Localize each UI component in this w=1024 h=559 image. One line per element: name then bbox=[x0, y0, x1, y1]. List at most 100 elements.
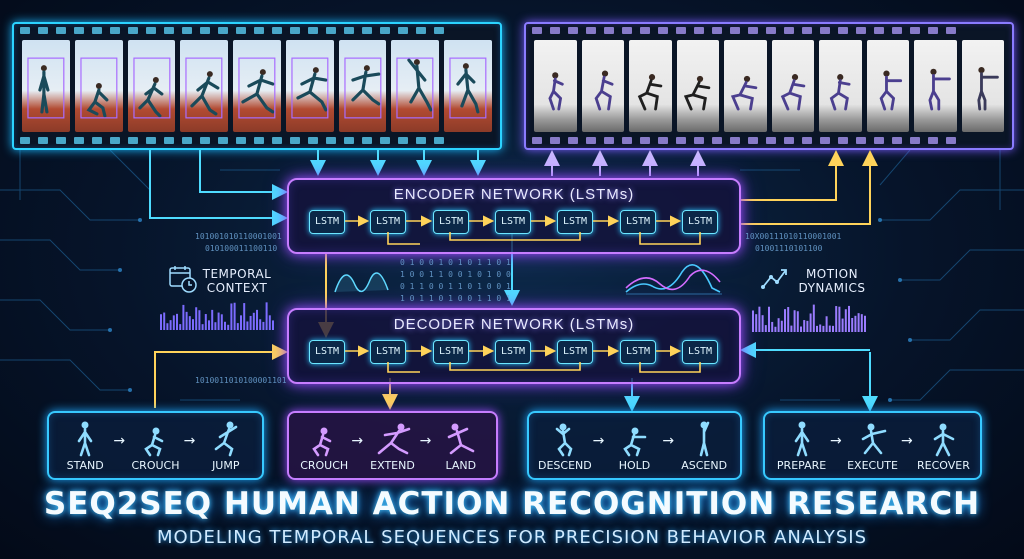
video-frame bbox=[338, 40, 387, 132]
encoder-title: ENCODER NETWORK (LSTMs) bbox=[393, 186, 635, 203]
decoder-lstm-cell: LSTM bbox=[370, 340, 406, 364]
decorative-bar bbox=[204, 314, 207, 330]
page-subtitle: MODELING TEMPORAL SEQUENCES FOR PRECISIO… bbox=[156, 527, 867, 548]
decorative-bar bbox=[816, 325, 818, 332]
video-frame bbox=[444, 40, 493, 132]
arrow-right-icon: → bbox=[113, 433, 126, 449]
action-step-label: LAND bbox=[445, 459, 477, 472]
binary-stream: 1010011010100001101 bbox=[195, 376, 287, 385]
decorative-bar bbox=[780, 320, 783, 332]
decorative-bar bbox=[169, 320, 172, 330]
decorative-bar bbox=[259, 319, 262, 330]
decorative-bar bbox=[163, 312, 166, 330]
decorative-bar bbox=[262, 321, 265, 330]
athlete-frames bbox=[22, 40, 493, 132]
decorative-bar bbox=[176, 313, 178, 330]
video-frame bbox=[391, 40, 440, 132]
person-figure bbox=[879, 70, 902, 111]
action-step-label: EXECUTE bbox=[847, 459, 898, 472]
film-perforations bbox=[532, 137, 1006, 145]
decorative-bar bbox=[819, 324, 822, 332]
decorative-bar bbox=[198, 310, 201, 330]
action-step-label: CROUCH bbox=[300, 459, 349, 472]
action-sequence-stand-jump: STAND→CROUCH→JUMP bbox=[47, 411, 264, 480]
person-figure bbox=[683, 75, 710, 111]
action-step-label: CROUCH bbox=[131, 459, 180, 472]
decorative-bar bbox=[192, 319, 194, 330]
person-figure bbox=[637, 74, 663, 111]
decorative-bar bbox=[182, 304, 185, 330]
right-film-strip bbox=[524, 22, 1014, 150]
page-title: SEQ2SEQ HUMAN ACTION RECOGNITION RESEARC… bbox=[43, 486, 981, 522]
decorative-bar bbox=[265, 302, 268, 330]
decorative-bar bbox=[790, 325, 793, 332]
decorative-bar bbox=[784, 309, 786, 332]
person-figure bbox=[80, 57, 118, 119]
decorative-bar bbox=[160, 314, 162, 330]
binary-stream: 10X00111010110001001 bbox=[745, 232, 842, 241]
decorative-bar bbox=[211, 309, 214, 330]
binary-stream: 1 0 1 1 0 1 0 0 1 1 0 1 bbox=[400, 294, 511, 303]
person-figure bbox=[344, 57, 382, 119]
action-pose-icon bbox=[934, 423, 955, 457]
video-frame bbox=[771, 40, 814, 132]
action-step-label: DESCEND bbox=[538, 459, 592, 472]
film-perforations bbox=[20, 137, 494, 145]
video-frame bbox=[285, 40, 334, 132]
person-figure bbox=[976, 66, 999, 111]
decorative-bar bbox=[822, 325, 825, 332]
decorative-bar bbox=[752, 310, 754, 332]
person-figure bbox=[829, 74, 851, 111]
decorative-bar bbox=[214, 322, 217, 330]
action-step-label: STAND bbox=[66, 459, 104, 472]
decorative-bar bbox=[768, 306, 770, 332]
arrow-right-icon: → bbox=[662, 433, 675, 449]
decorative-bar bbox=[793, 310, 796, 332]
person-figure bbox=[730, 75, 758, 111]
video-frame bbox=[581, 40, 624, 132]
action-pose-icon bbox=[861, 423, 886, 455]
encoder-lstm-cell: LSTM bbox=[557, 210, 593, 234]
decorative-bar bbox=[777, 318, 780, 332]
binary-stream: 01001110101100 bbox=[755, 244, 823, 253]
binary-stream: 010100011100110 bbox=[205, 244, 278, 253]
decorative-bar bbox=[208, 320, 210, 330]
decoder-title: DECODER NETWORK (LSTMs) bbox=[393, 316, 635, 333]
decorative-bar bbox=[195, 307, 198, 330]
decorative-bar bbox=[268, 315, 271, 330]
action-pose-icon bbox=[214, 421, 238, 457]
decorative-bar bbox=[185, 311, 188, 330]
person-figure bbox=[780, 74, 805, 111]
decorative-bar bbox=[774, 326, 777, 332]
decorative-bar bbox=[224, 321, 226, 330]
arrow-right-icon: → bbox=[900, 433, 913, 449]
action-pose-icon bbox=[377, 423, 410, 455]
decorative-bar bbox=[166, 323, 169, 330]
encoder-lstm-cell: LSTM bbox=[309, 210, 345, 234]
decorative-bar bbox=[832, 325, 834, 332]
decoder-lstm-cell: LSTM bbox=[495, 340, 531, 364]
decorative-bar bbox=[201, 324, 204, 330]
action-step-label: HOLD bbox=[618, 459, 651, 472]
person-figure bbox=[928, 68, 951, 111]
decorative-bar bbox=[249, 315, 252, 330]
video-frame bbox=[724, 40, 767, 132]
decorative-bar bbox=[220, 314, 223, 330]
decorative-bar bbox=[854, 315, 857, 332]
decoder-lstm-cell: LSTM bbox=[433, 340, 469, 364]
action-sequence-descend-ascend: DESCEND→HOLD→ASCEND bbox=[527, 411, 742, 480]
decorative-bar bbox=[864, 315, 866, 332]
video-frame bbox=[629, 40, 672, 132]
decorative-bar bbox=[825, 316, 828, 332]
encoder-lstm-cell: LSTM bbox=[370, 210, 406, 234]
video-frame bbox=[127, 40, 176, 132]
decorative-bar bbox=[272, 320, 274, 330]
action-pose-icon bbox=[699, 421, 710, 457]
video-frame bbox=[676, 40, 719, 132]
video-frame bbox=[180, 40, 229, 132]
decorative-bar bbox=[233, 302, 236, 330]
person-figure bbox=[449, 57, 487, 119]
decorative-bar bbox=[860, 314, 863, 332]
binary-stream: 1 0 0 1 1 0 0 1 0 1 0 0 bbox=[400, 270, 511, 279]
arrow-right-icon: → bbox=[592, 433, 605, 449]
